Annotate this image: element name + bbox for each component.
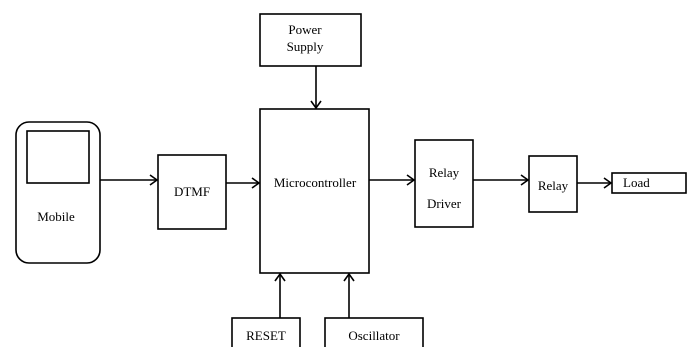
arrow-relay-to-load (577, 177, 613, 189)
load-block: Load (611, 172, 687, 194)
mobile-block: Mobile (15, 121, 101, 264)
arrow-oscillator-to-microcontroller (343, 272, 355, 318)
relay-driver-label-line1: Relay (429, 165, 460, 180)
relay-driver-label-line2: Driver (427, 196, 462, 211)
power-supply-box (259, 13, 362, 67)
oscillator-label: Oscillator (348, 328, 400, 343)
load-label: Load (623, 175, 650, 190)
dtmf-block: DTMF (157, 154, 227, 230)
reset-label: RESET (246, 328, 286, 343)
relay-block: Relay (528, 155, 578, 213)
dtmf-box (157, 154, 227, 230)
microcontroller-box (259, 108, 370, 274)
arrow-power-supply-to-microcontroller (310, 66, 322, 110)
dtmf-label: DTMF (174, 184, 210, 199)
mobile-screen (26, 130, 90, 184)
arrow-relay-driver-to-relay (473, 174, 530, 186)
relay-label: Relay (538, 178, 569, 193)
power-supply-label-line1: Power (288, 22, 322, 37)
microcontroller-block: Microcontroller (259, 108, 370, 274)
reset-block: RESET (231, 317, 301, 347)
microcontroller-label: Microcontroller (274, 175, 357, 190)
reset-box (231, 317, 301, 347)
power-supply-label-line2: Supply (287, 39, 324, 54)
arrow-microcontroller-to-relay-driver (369, 174, 416, 186)
oscillator-box (324, 317, 424, 347)
power-supply-block: Power Supply (259, 13, 362, 67)
arrow-dtmf-to-microcontroller (226, 177, 261, 189)
arrow-mobile-to-dtmf (100, 174, 159, 186)
relay-driver-block: Relay Driver (414, 139, 474, 228)
relay-box (528, 155, 578, 213)
arrow-reset-to-microcontroller (274, 272, 286, 318)
relay-driver-box (414, 139, 474, 228)
oscillator-block: Oscillator (324, 317, 424, 347)
mobile-label: Mobile (37, 209, 75, 224)
